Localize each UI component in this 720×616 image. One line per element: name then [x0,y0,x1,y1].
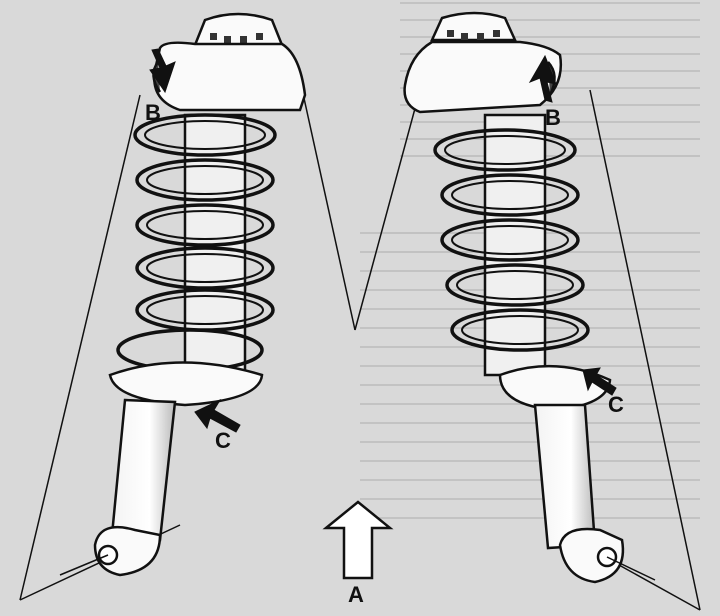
right-shock-body-upper [483,113,547,377]
arrow-b-right [528,54,557,103]
label-c-right: C [608,392,624,417]
arrow-b-left [149,48,176,94]
view-direction-arrow [322,500,394,580]
label-b-right: B [545,105,561,130]
left-shock-lower-tube [110,398,177,542]
right-lower-eye-mount [558,527,625,584]
right-coil-spring [433,128,590,352]
arrow-c-right [582,367,617,396]
label-b-left: B [145,100,161,125]
label-c-left: C [215,428,231,453]
left-top-mount-cap [193,12,284,47]
right-mount-plate [403,40,563,114]
right-lower-spring-seat [498,364,612,412]
right-shock-lower-tube [533,403,597,550]
left-lower-spring-seat [108,361,264,407]
right-strut [403,11,656,584]
left-strut [59,12,307,577]
label-a: A [348,582,364,607]
left-mount-plate [153,41,307,112]
arrow-c-left [194,398,241,433]
right-top-mount-cap [430,11,517,42]
